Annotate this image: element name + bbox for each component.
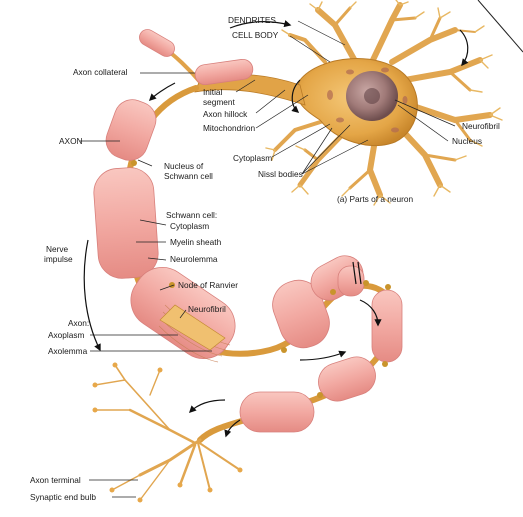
initial-segment-myelin	[194, 58, 254, 86]
label-nucleus-schwann-1: Nucleus of	[164, 161, 204, 171]
label-initial-segment-2: segment	[203, 97, 235, 107]
axon-collateral-segment	[139, 29, 175, 57]
label-synaptic-end-bulb: Synaptic end bulb	[30, 492, 96, 502]
axon-break-icon	[352, 261, 362, 285]
dendrite-branches	[265, 0, 503, 206]
label-neurofibril-axon: Neurofibril	[188, 304, 226, 314]
nissl-bodies	[327, 67, 408, 133]
myelin-segments	[93, 99, 403, 433]
corner-line	[477, 0, 523, 53]
label-schwann-cytoplasm: Cytoplasm	[170, 221, 210, 231]
label-nissl-bodies: Nissl bodies	[258, 169, 303, 179]
label-cytoplasm-body: Cytoplasm	[233, 153, 273, 163]
label-mitochondrion: Mitochondrion	[203, 123, 256, 133]
label-nucleus-schwann-2: Schwann cell	[164, 171, 213, 181]
synaptic-end-bulbs	[92, 362, 243, 503]
label-axon-terminal: Axon terminal	[30, 475, 81, 485]
axoplasm-cutaway	[159, 304, 226, 351]
label-nerve-impulse-1: Nerve	[46, 244, 69, 254]
label-axon-collateral: Axon collateral	[73, 67, 128, 77]
label-caption: (a) Parts of a neuron	[337, 194, 414, 204]
label-nucleus: Nucleus	[452, 136, 482, 146]
label-initial-segment-1: Initial	[203, 87, 223, 97]
label-neurofibril-top: Neurofibril	[462, 121, 500, 131]
label-axon-hillock: Axon hillock	[203, 109, 248, 119]
label-neurolemma: Neurolemma	[170, 254, 218, 264]
label-axoplasm: Axoplasm	[48, 330, 85, 340]
nucleolus	[364, 88, 380, 104]
label-nerve-impulse-2: impulse	[44, 254, 73, 264]
axon-terminals	[94, 364, 241, 501]
dendrites	[273, 2, 493, 198]
label-axon: AXON	[59, 136, 83, 146]
label-myelin-sheath: Myelin sheath	[170, 237, 222, 247]
label-node-of-ranvier: Node of Ranvier	[178, 280, 238, 290]
label-axon-heading: Axon:	[68, 318, 90, 328]
flow-arrow-icon	[83, 20, 469, 438]
leader-lines	[80, 20, 456, 498]
label-cell-body: CELL BODY	[232, 30, 279, 40]
label-schwann-cell: Schwann cell:	[166, 210, 218, 220]
label-dendrites: DENDRITES	[228, 15, 276, 25]
label-axolemma: Axolemma	[48, 346, 88, 356]
